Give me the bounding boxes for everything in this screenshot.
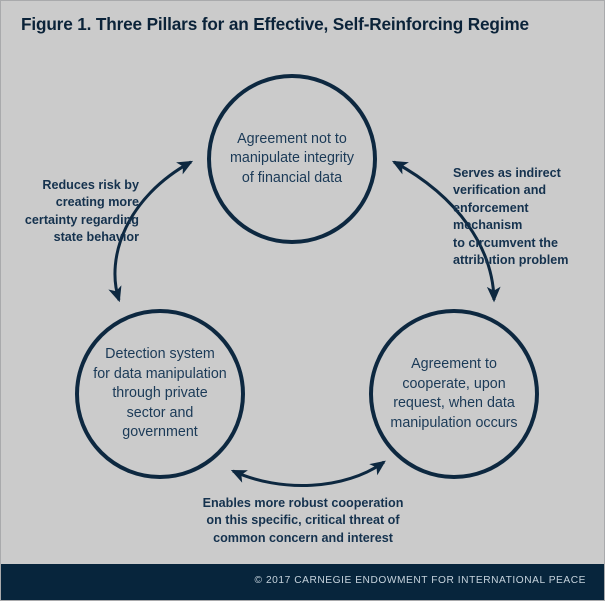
figure-title: Figure 1. Three Pillars for an Effective… (21, 14, 529, 34)
node-agreement-integrity[interactable]: Agreement not to manipulate integrity of… (207, 74, 377, 244)
copyright-text: © 2017 CARNEGIE ENDOWMENT FOR INTERNATIO… (254, 575, 586, 586)
edge-label-right: Serves as indirect verification and enfo… (453, 166, 569, 268)
edge-label-left: Reduces risk by creating more certainty … (24, 178, 139, 245)
node-agreement-cooperate[interactable]: Agreement to cooperate, upon request, wh… (369, 309, 539, 479)
edge-arrow-bottom (230, 460, 386, 487)
node-label: Agreement not to manipulate integrity of… (230, 130, 354, 186)
footer-bar: © 2017 CARNEGIE ENDOWMENT FOR INTERNATIO… (1, 564, 604, 600)
edge-label-bottom: Enables more robust cooperation on this … (202, 496, 404, 545)
edge-arrow-left (108, 160, 194, 303)
edge-arrow-right (391, 160, 501, 303)
node-detection-system[interactable]: Detection system for data manipulation t… (75, 309, 245, 479)
node-label: Agreement to cooperate, upon request, wh… (390, 356, 518, 431)
node-label: Detection system for data manipulation t… (93, 346, 227, 441)
